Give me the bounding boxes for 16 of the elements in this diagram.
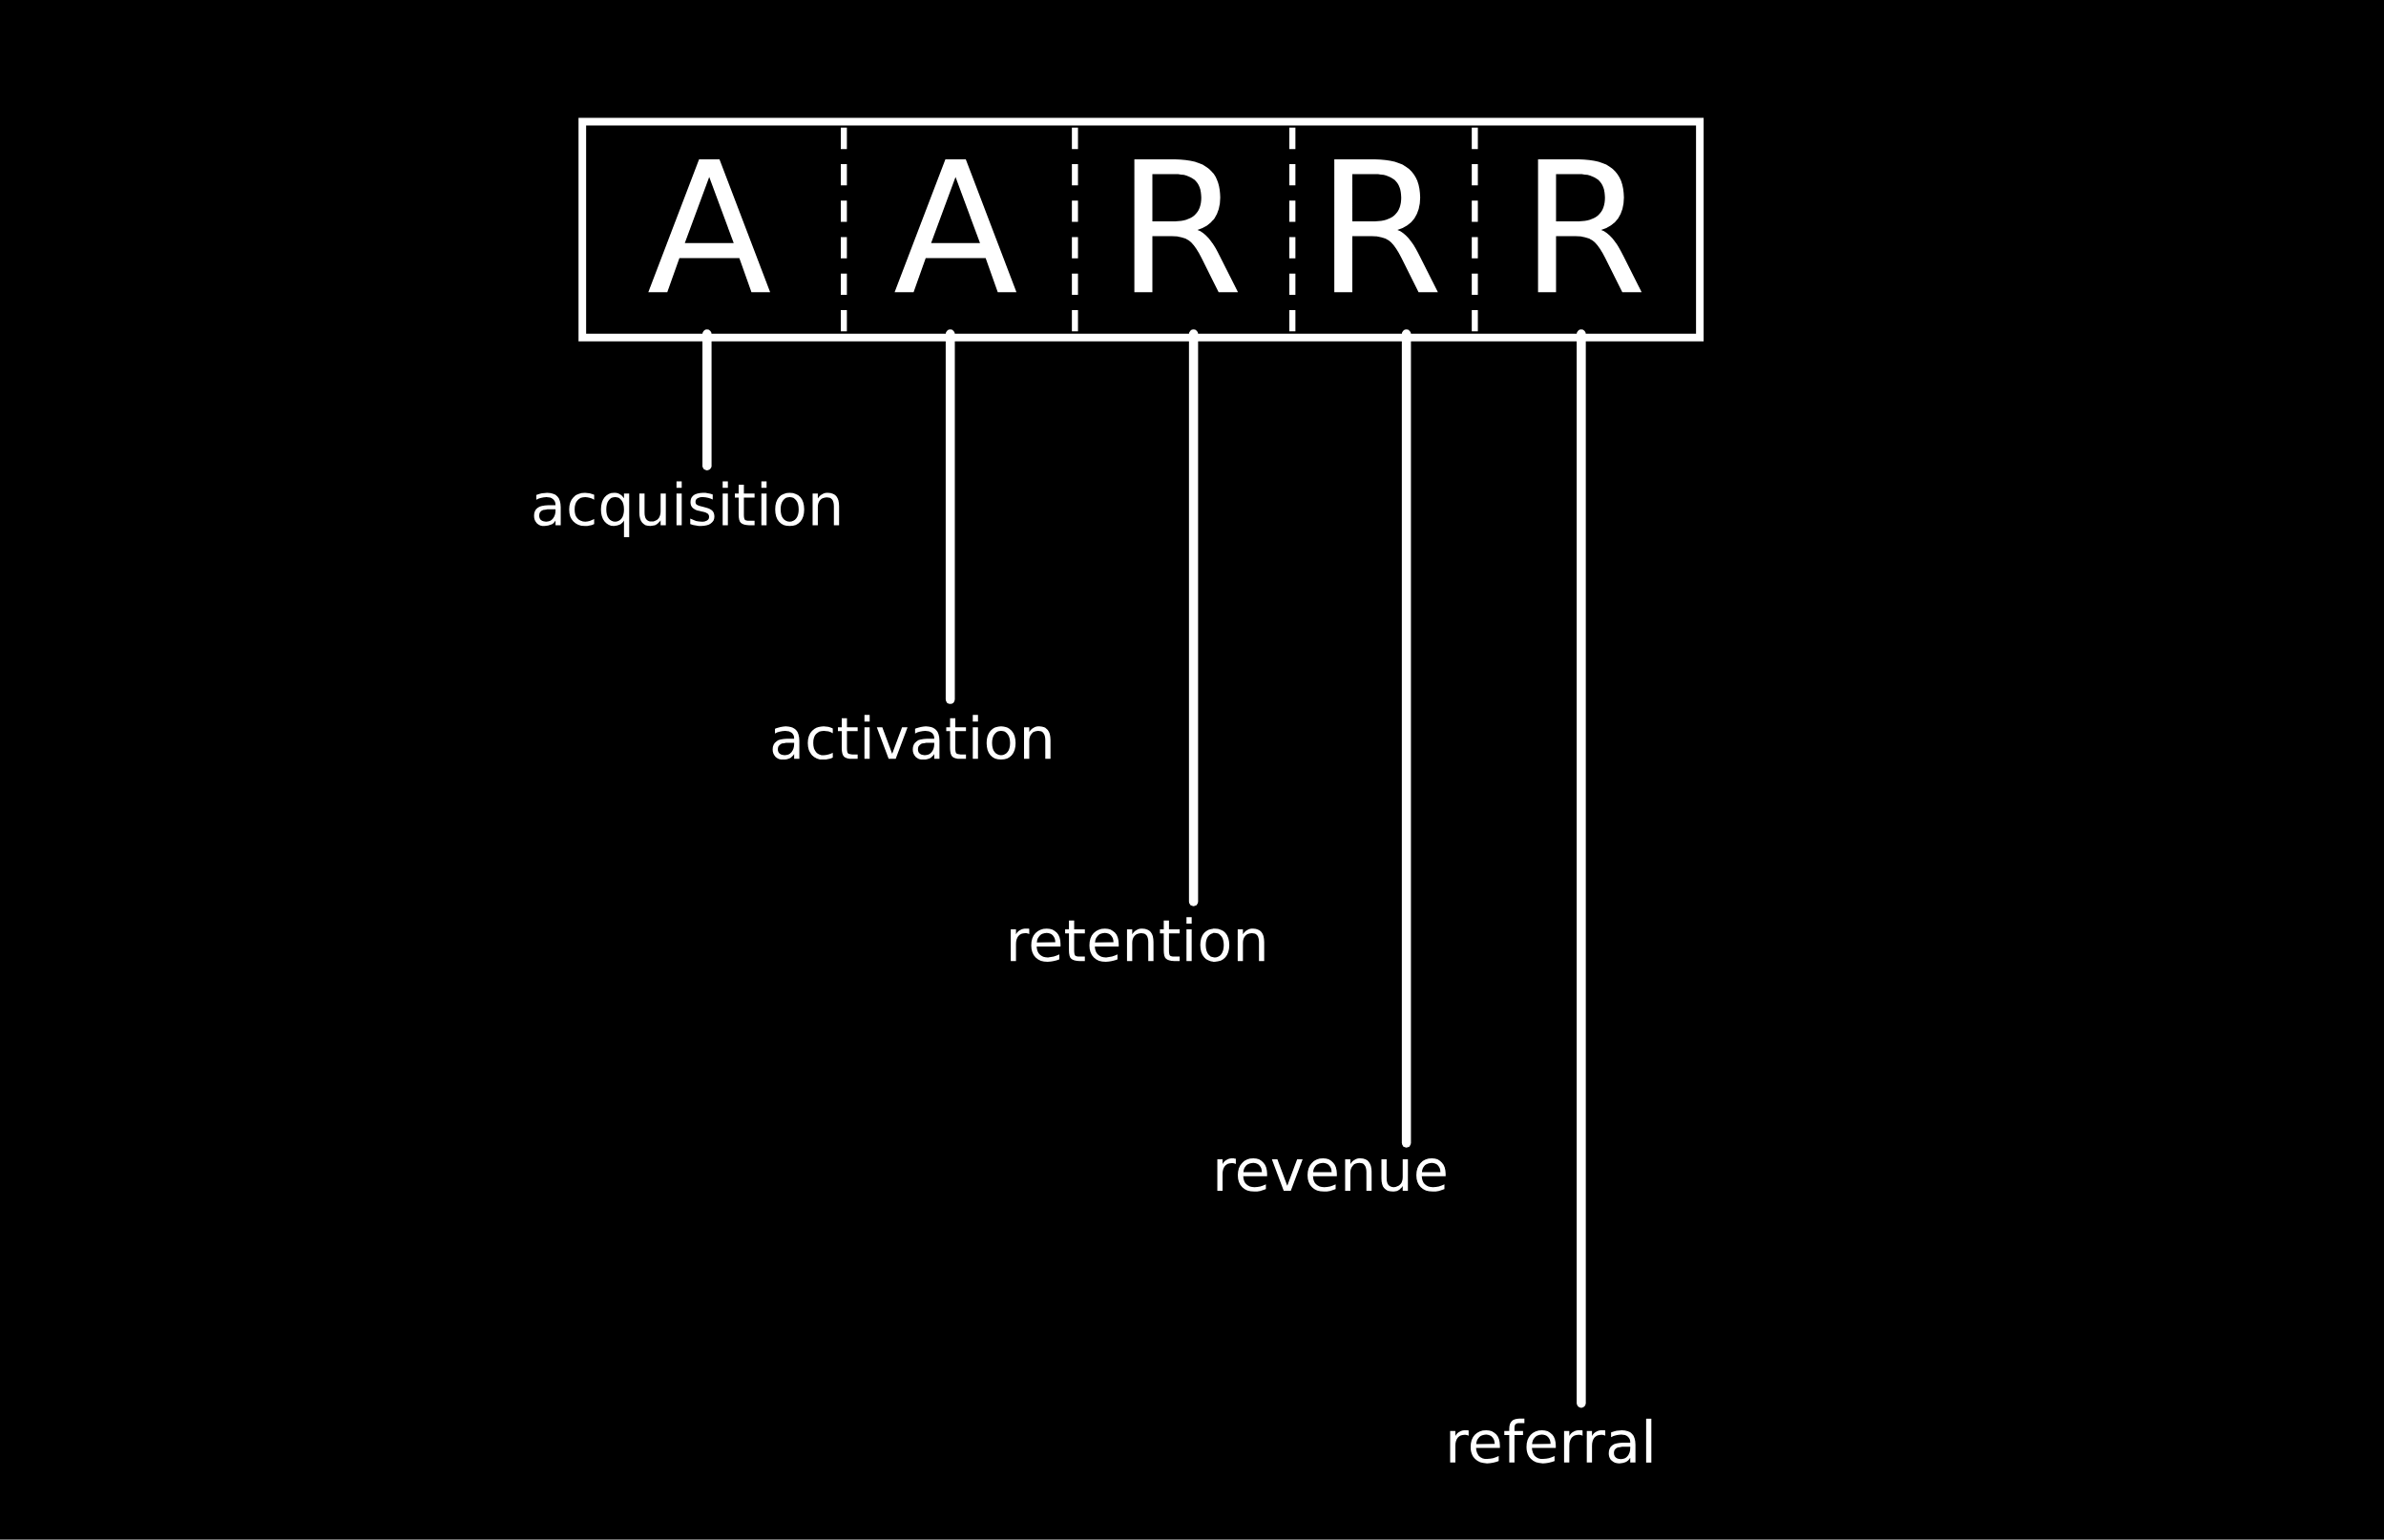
stage-letter: R — [1537, 159, 1642, 293]
stage-letter: R — [1334, 159, 1438, 293]
stage-label: activation — [772, 715, 1051, 760]
stage-letter: R — [1134, 159, 1239, 293]
stage-label: retention — [1011, 917, 1265, 963]
letter-box — [578, 117, 1704, 342]
leader-line — [702, 329, 712, 470]
stage-letter: A — [648, 159, 770, 293]
stage-label: revenue — [1217, 1158, 1446, 1192]
leader-line — [1401, 329, 1412, 1148]
stage-label: referral — [1450, 1418, 1652, 1464]
leader-line — [945, 329, 955, 704]
stage-letter: A — [894, 159, 1017, 293]
leader-line — [1188, 329, 1199, 906]
leader-line — [1577, 329, 1586, 1408]
stage-label: acquisition — [533, 481, 840, 538]
